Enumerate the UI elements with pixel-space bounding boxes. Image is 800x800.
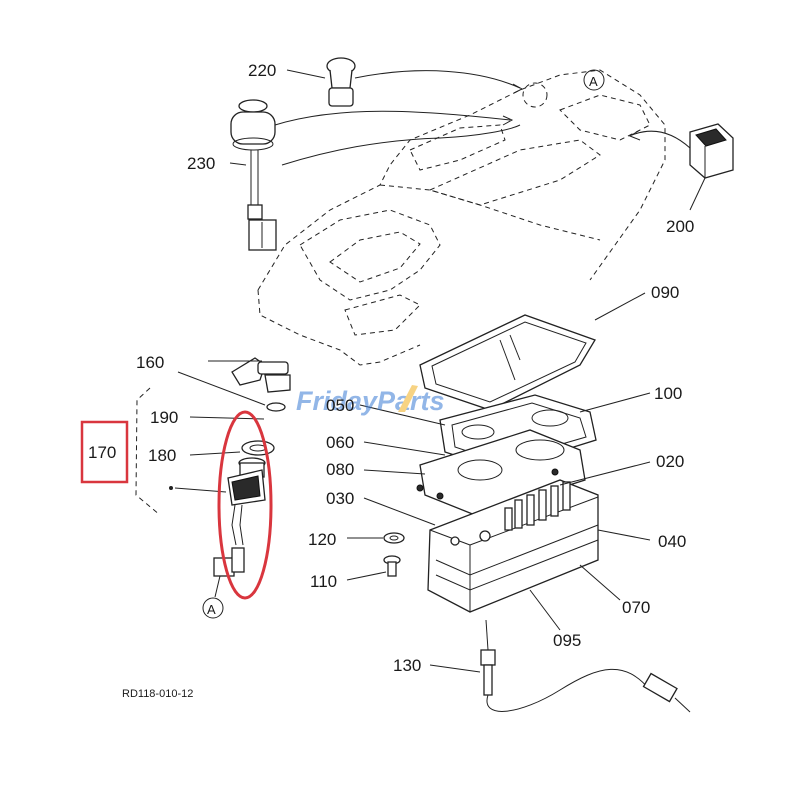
callout-070: 070 xyxy=(622,598,650,617)
connector-a-top: A xyxy=(583,69,605,91)
callout-120: 120 xyxy=(308,530,336,549)
callout-200: 200 xyxy=(666,217,694,236)
part-230-switch xyxy=(229,99,521,251)
part-130-cable xyxy=(429,619,691,713)
callout-040: 040 xyxy=(658,532,686,551)
part-160-key xyxy=(177,357,291,406)
leader-lines xyxy=(359,404,621,631)
callout-100: 100 xyxy=(654,384,682,403)
part-190-ring xyxy=(189,402,286,420)
callout-095: 095 xyxy=(553,631,581,650)
part-110-screw xyxy=(346,555,401,581)
watermark-logo: FridayParts xyxy=(296,385,445,416)
callout-050: 050 xyxy=(326,396,354,415)
drawing-code: RD118-010-12 xyxy=(122,688,193,700)
callout-170: 170 xyxy=(88,443,116,462)
callout-060: 060 xyxy=(326,433,354,452)
part-120-washer xyxy=(347,532,405,544)
callout-080: 080 xyxy=(326,460,354,479)
part-170-key-switch: A xyxy=(169,457,266,619)
callout-220: 220 xyxy=(248,61,276,80)
callout-110: 110 xyxy=(310,572,337,591)
callout-020: 020 xyxy=(656,452,684,471)
part-180-nut xyxy=(189,440,275,456)
connector-label: A xyxy=(589,74,598,89)
callout-labels: 220 230 200 090 160 190 170 180 050 100 … xyxy=(88,61,694,675)
highlight-ellipse xyxy=(217,410,273,600)
watermark-text: FridayParts xyxy=(296,386,445,416)
panel-housing xyxy=(257,69,666,366)
callout-130: 130 xyxy=(393,656,421,675)
group-bracket xyxy=(135,387,161,516)
part-220-knob xyxy=(286,57,524,107)
terminal-pins xyxy=(504,481,571,531)
part-090-cover xyxy=(419,292,646,411)
callout-230: 230 xyxy=(187,154,215,173)
highlight-box xyxy=(80,420,129,484)
part-200-button xyxy=(628,123,734,211)
callout-180: 180 xyxy=(148,446,176,465)
callout-160: 160 xyxy=(136,353,164,372)
callout-090: 090 xyxy=(651,283,679,302)
callout-190: 190 xyxy=(150,408,178,427)
part-020-meter-body xyxy=(416,429,651,613)
callout-030: 030 xyxy=(326,489,354,508)
connector-label-a: A xyxy=(207,602,216,617)
